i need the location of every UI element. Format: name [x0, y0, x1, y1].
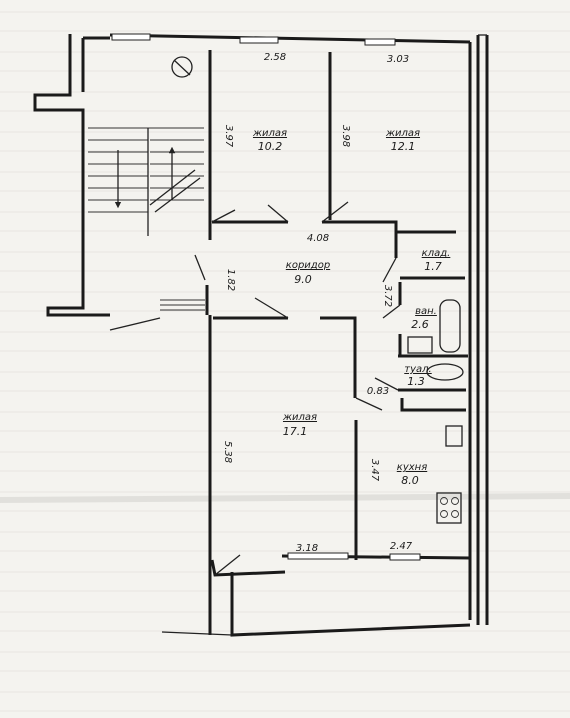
room-area-corridor: 9.0 — [294, 273, 312, 286]
room-name-bathroom: ван. — [415, 306, 437, 317]
staircase — [88, 56, 205, 311]
room-area-bedroom-1: 10.2 — [258, 140, 283, 153]
room-area-bedroom-2: 12.1 — [391, 140, 416, 153]
room-name-kitchen: кухня — [397, 462, 427, 473]
room-name-toilet: туал. — [404, 364, 431, 375]
dim-kitchen-width: 2.47 — [390, 541, 413, 552]
dim-hall-depth: 1.82 — [225, 269, 236, 291]
toilet-icon — [426, 363, 464, 381]
room-area-kitchen: 8.0 — [401, 474, 419, 487]
dim-bedroom1-depth: 3.97 — [223, 125, 234, 148]
windows — [111, 33, 421, 561]
room-name-corridor: коридор — [286, 260, 330, 271]
room-name-storage: клад. — [422, 248, 451, 259]
dim-bedroom2-depth: 3.98 — [340, 125, 351, 147]
room-area-storage: 1.7 — [424, 260, 442, 273]
bathtub-icon — [439, 299, 461, 353]
dim-kitchen-depth: 3.47 — [369, 459, 380, 482]
walls — [33, 33, 489, 637]
dim-bedroom1-width: 2.58 — [264, 52, 286, 63]
room-labels: жилая 10.2 жилая 12.1 коридор 9.0 клад. … — [252, 128, 450, 487]
kitchen-sink-icon — [445, 425, 463, 447]
room-name-living: жилая — [282, 412, 317, 423]
room-name-bedroom-1: жилая — [252, 128, 287, 139]
doors — [109, 201, 401, 576]
fixtures — [407, 299, 464, 524]
room-name-bedroom-2: жилая — [385, 128, 420, 139]
paper-fold — [0, 493, 570, 503]
room-area-bathroom: 2.6 — [411, 318, 429, 331]
room-area-toilet: 1.3 — [407, 375, 425, 388]
dim-bedroom2-width: 3.03 — [387, 54, 409, 65]
dim-living-depth: 5.38 — [222, 441, 233, 463]
sink-icon — [407, 336, 433, 354]
room-area-living: 17.1 — [283, 425, 308, 438]
dim-corridor-width: 4.08 — [307, 233, 329, 244]
dim-storage-depth: 3.72 — [382, 285, 393, 307]
dimension-labels: 2.58 3.03 3.97 3.98 4.08 1.82 3.72 0.83 … — [222, 52, 413, 554]
stove-icon — [436, 492, 462, 524]
dim-toilet-width: 0.83 — [367, 386, 389, 397]
dim-living-width: 3.18 — [296, 543, 318, 554]
